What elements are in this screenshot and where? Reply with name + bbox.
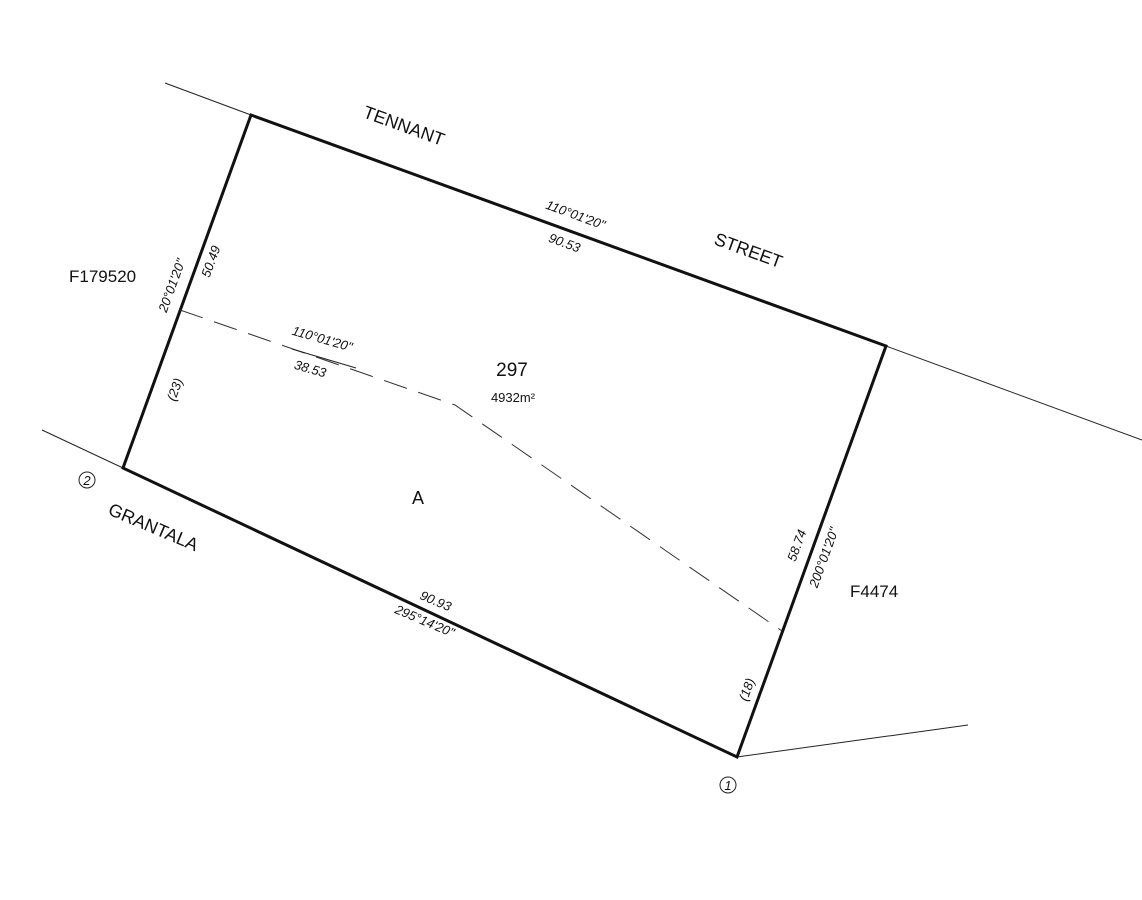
street-name-tennant: TENNANT (361, 102, 448, 150)
west-segment-distance: (23) (164, 376, 186, 403)
internal-bearing: 110°01'20" (290, 323, 355, 355)
portion-dividing-line (179, 309, 783, 632)
lot-boundary (121, 113, 888, 760)
adjoining-west-ref: F179520 (69, 267, 136, 286)
survey-point-1-circle (719, 776, 737, 794)
street-name-street: STREET (712, 229, 786, 272)
portion-label: A (412, 488, 424, 508)
internal-distance: 38.53 (293, 357, 329, 381)
survey-point-1-label: 1 (724, 778, 731, 793)
tennant-street-edge-west (164, 82, 252, 116)
internal-bearing-underline (291, 348, 357, 369)
east-segment-distance: (18) (736, 676, 758, 703)
east-distance: 58.74 (784, 528, 809, 564)
survey-point-2: 2 (78, 471, 96, 489)
street-name-grantala: GRANTALA (105, 499, 201, 555)
grantala-road-edge (41, 429, 124, 469)
survey-point-2-label: 2 (82, 473, 91, 488)
tennant-street-edge-east (885, 345, 1142, 441)
survey-point-1: 1 (719, 776, 737, 794)
adjoining-boundary-east (736, 724, 969, 758)
lot-number: 297 (496, 360, 528, 381)
survey-point-2-circle (78, 471, 96, 489)
north-bearing: 110°01'20" (544, 197, 609, 233)
east-bearing: 200°01'20" (806, 524, 842, 590)
adjoining-east-ref: F4474 (850, 582, 898, 601)
west-bearing: 20°01'20" (155, 255, 189, 315)
lot-area: 4932m² (491, 390, 536, 405)
